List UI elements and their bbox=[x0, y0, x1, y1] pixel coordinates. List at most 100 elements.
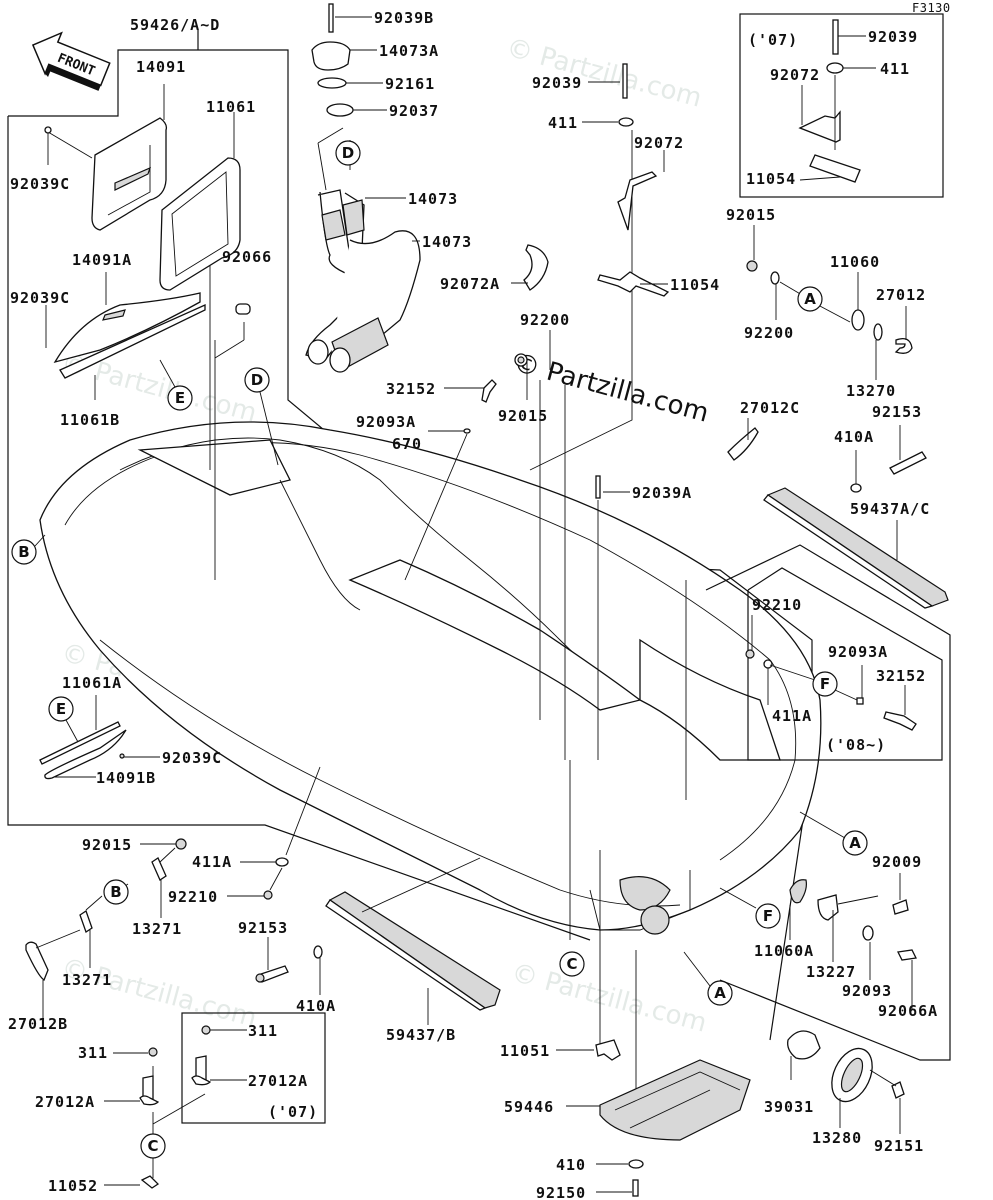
part-14091 bbox=[91, 117, 168, 231]
callout-c-label: C bbox=[566, 955, 577, 973]
label-32152: 32152 bbox=[386, 380, 436, 398]
label-39031: 39031 bbox=[764, 1098, 814, 1116]
label-92039b: 92039B bbox=[374, 9, 434, 27]
callout-a bbox=[797, 286, 823, 312]
label-11051: 11051 bbox=[500, 1042, 550, 1060]
year-box-08 bbox=[747, 567, 943, 761]
label-410a: 410A bbox=[296, 997, 336, 1015]
label-92153: 92153 bbox=[872, 403, 922, 421]
label-92039c: 92039C bbox=[10, 289, 70, 307]
part-group-left-e bbox=[39, 721, 127, 780]
callout-b-label: B bbox=[18, 543, 29, 561]
part-group-07 bbox=[798, 19, 876, 183]
callout-f-label: F bbox=[763, 907, 773, 925]
front-arrow-icon: FRONT bbox=[31, 31, 111, 91]
label-27012c: 27012C bbox=[740, 399, 800, 417]
label-13270: 13270 bbox=[846, 382, 896, 400]
label-14091b: 14091B bbox=[96, 769, 156, 787]
callout-d-label: D bbox=[251, 371, 263, 389]
label-92161: 92161 bbox=[385, 75, 435, 93]
callout-b bbox=[11, 539, 37, 565]
figure-code: F3130 bbox=[912, 1, 951, 15]
assembly-boundary bbox=[705, 544, 951, 1061]
label-92072: 92072 bbox=[634, 134, 684, 152]
callout-a bbox=[842, 830, 868, 856]
label-11054: 11054 bbox=[746, 170, 796, 188]
label-410: 410 bbox=[556, 1156, 586, 1174]
label-27012a: 27012A bbox=[248, 1072, 308, 1090]
part-14073a bbox=[311, 3, 354, 117]
label-92072a: 92072A bbox=[440, 275, 500, 293]
label-311: 311 bbox=[248, 1022, 278, 1040]
label-92039c: 92039C bbox=[10, 175, 70, 193]
label-92093a: 92093A bbox=[356, 413, 416, 431]
year-note: ('07) bbox=[268, 1103, 318, 1121]
label-92210: 92210 bbox=[752, 596, 802, 614]
label-14073: 14073 bbox=[408, 190, 458, 208]
callout-c bbox=[140, 1133, 166, 1159]
callout-b bbox=[103, 879, 129, 905]
callout-f bbox=[755, 903, 781, 929]
label-11060: 11060 bbox=[830, 253, 880, 271]
label-92039: 92039 bbox=[868, 28, 918, 46]
label-13271: 13271 bbox=[132, 920, 182, 938]
label-92015: 92015 bbox=[498, 407, 548, 425]
part-group-left-c bbox=[255, 891, 501, 1011]
label-11061a: 11061A bbox=[62, 674, 122, 692]
label-92200: 92200 bbox=[744, 324, 794, 342]
label-92072: 92072 bbox=[770, 66, 820, 84]
part-14091a bbox=[53, 292, 206, 379]
label-13271: 13271 bbox=[62, 971, 112, 989]
label-11052: 11052 bbox=[48, 1177, 98, 1195]
callout-e-label: E bbox=[175, 389, 185, 407]
hull bbox=[39, 421, 822, 935]
part-group-right-a bbox=[746, 260, 913, 354]
part-group-right-b bbox=[727, 427, 949, 609]
callout-d bbox=[335, 140, 361, 166]
assembly-boundary bbox=[8, 92, 119, 117]
callout-e bbox=[167, 385, 193, 411]
label-59446: 59446 bbox=[504, 1098, 554, 1116]
label-13280: 13280 bbox=[812, 1129, 862, 1147]
label-92037: 92037 bbox=[389, 102, 439, 120]
label-11061b: 11061B bbox=[60, 411, 120, 429]
callout-f bbox=[812, 671, 838, 697]
label-14091a: 14091A bbox=[72, 251, 132, 269]
watermark: © Partzilla.com bbox=[58, 953, 260, 1034]
label-92039: 92039 bbox=[532, 74, 582, 92]
callout-c-label: C bbox=[147, 1137, 158, 1155]
callout-a-label: A bbox=[714, 984, 726, 1002]
year-box-07-bottom bbox=[181, 1012, 326, 1124]
label-13227: 13227 bbox=[806, 963, 856, 981]
label-311: 311 bbox=[78, 1044, 108, 1062]
part-group-bottom-right bbox=[787, 879, 917, 1103]
label-411a: 411A bbox=[772, 707, 812, 725]
label-411: 411 bbox=[548, 114, 578, 132]
label-92039a: 92039A bbox=[632, 484, 692, 502]
callout-e-label: E bbox=[56, 700, 66, 718]
year-note: ('07) bbox=[748, 31, 798, 49]
label-92153: 92153 bbox=[238, 919, 288, 937]
label-92200: 92200 bbox=[520, 311, 570, 329]
label-92066: 92066 bbox=[222, 248, 272, 266]
label-59437ac: 59437A/C bbox=[850, 500, 930, 518]
label-92150: 92150 bbox=[536, 1184, 586, 1200]
part-bracket-group-mid bbox=[523, 63, 670, 297]
year-box-07-top bbox=[739, 13, 944, 198]
part-group-center bbox=[463, 353, 528, 434]
label-59437b: 59437/B bbox=[386, 1026, 456, 1044]
label-411: 411 bbox=[880, 60, 910, 78]
label-670: 670 bbox=[392, 435, 422, 453]
callout-d bbox=[244, 367, 270, 393]
callout-e bbox=[48, 696, 74, 722]
label-92009: 92009 bbox=[872, 853, 922, 871]
label-14073a: 14073A bbox=[379, 42, 439, 60]
label-92093: 92093 bbox=[842, 982, 892, 1000]
part-group-bottom-center bbox=[595, 1039, 751, 1197]
label-27012b: 27012B bbox=[8, 1015, 68, 1033]
label-32152: 32152 bbox=[876, 667, 926, 685]
callout-b-label: B bbox=[110, 883, 121, 901]
callout-f-label: F bbox=[820, 675, 830, 693]
label-27012: 27012 bbox=[876, 286, 926, 304]
